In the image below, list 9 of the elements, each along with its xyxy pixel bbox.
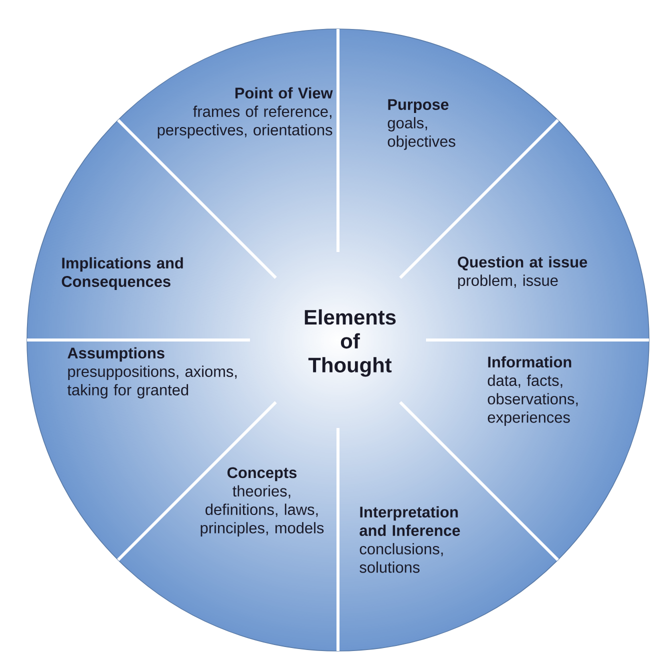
center-title: Elements of Thought xyxy=(304,309,396,377)
segment-label: Purpose goals, objectives xyxy=(388,99,456,150)
segment-label: Interpretation and Inference conclusions, solutions xyxy=(360,506,460,573)
segment-label: Assumptions presuppositions, axioms, taking for granted xyxy=(67,347,237,398)
segment-label: Information data, facts, observations, experiences xyxy=(488,356,578,426)
segment-label: Point of View frames of reference, perspectives, orientations xyxy=(158,87,333,138)
segment-label: Question at issue problem, issue xyxy=(458,256,588,290)
segment-label: Implications and Consequences xyxy=(62,257,183,290)
segment-label: Concepts theories, definitions, laws, principles, models xyxy=(200,467,324,536)
